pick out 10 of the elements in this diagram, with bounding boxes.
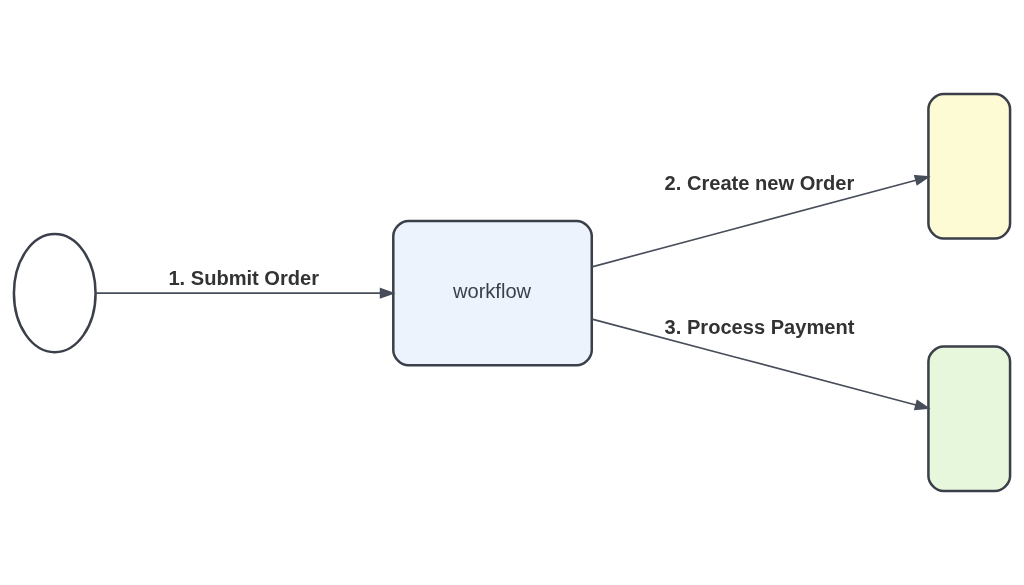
edge-label: 3. Process Payment (664, 316, 855, 339)
arrow (591, 318, 931, 411)
node-box (927, 92, 1012, 240)
node-cloud (12, 232, 97, 354)
node-box (927, 345, 1012, 493)
arrow (591, 175, 931, 268)
node-box: workflow (392, 219, 594, 367)
arrow (94, 287, 396, 299)
edge-label: 2. Create new Order (664, 171, 855, 194)
edge-label: 1. Submit Order (168, 267, 320, 290)
